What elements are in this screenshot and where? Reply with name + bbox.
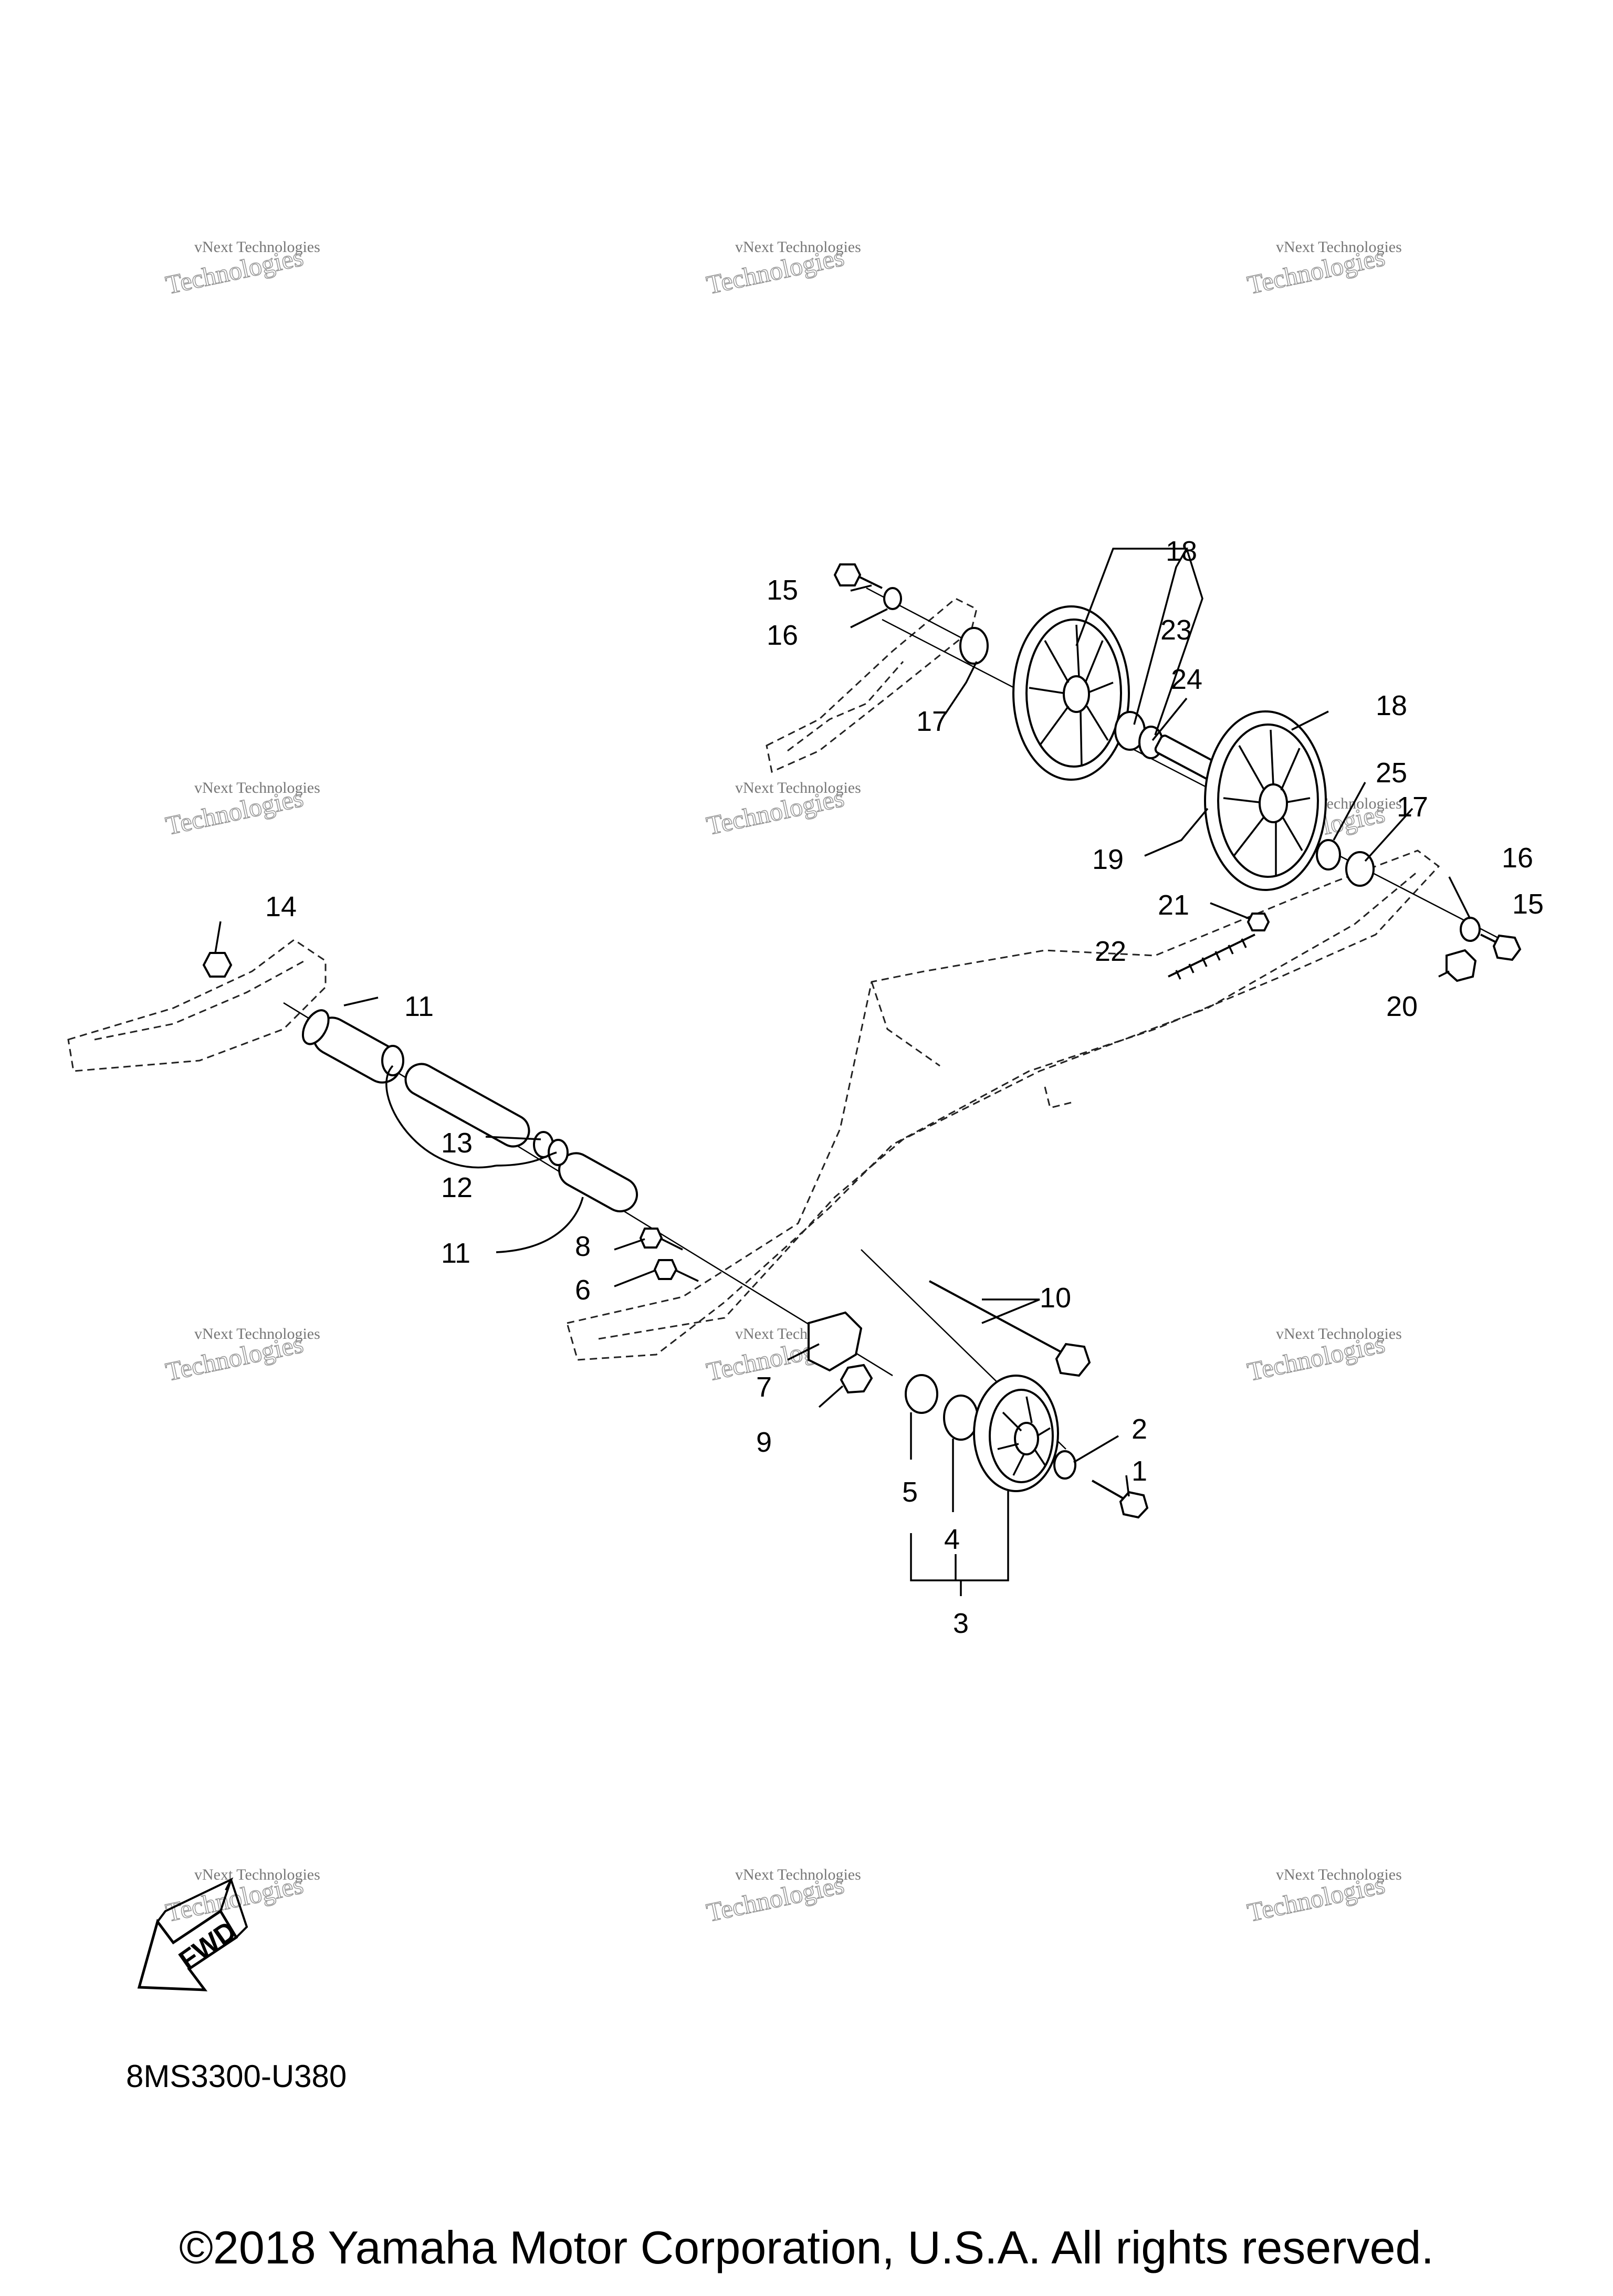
callout-24: 24	[1171, 664, 1202, 695]
watermark-text: vNext Technologies	[735, 1866, 861, 1883]
watermark-text: vNext Technologies	[194, 1866, 320, 1883]
watermark-text: vNext Technologies	[194, 1325, 320, 1343]
bolt-10	[929, 1280, 1091, 1377]
washer-12-lower	[548, 1139, 569, 1166]
callout-2: 2	[1132, 1413, 1147, 1445]
washer-12-upper	[381, 1045, 404, 1076]
watermark-text: vNext Technologies	[735, 238, 861, 256]
watermark: vNext Technologies Technologies	[1244, 1325, 1402, 1387]
callout-16: 16	[1502, 842, 1533, 874]
watermark-text: vNext Technologies	[1276, 1325, 1402, 1343]
copyright-notice: ©2018 Yamaha Motor Corporation, U.S.A. A…	[179, 2221, 1434, 2273]
washer-16-lower	[1460, 917, 1481, 942]
watermark: vNext Technologies Technologies	[163, 238, 320, 300]
watermark: vNext Technologies Technologies	[163, 1866, 320, 1928]
callout-17: 17	[1397, 791, 1428, 823]
washer-16-upper	[883, 587, 902, 610]
callout-11: 11	[441, 1238, 470, 1269]
watermark-text: vNext Technologies	[194, 779, 320, 796]
watermark: vNext Technologies Technologies	[704, 238, 861, 300]
wheel-18-lower	[1204, 710, 1327, 891]
wheel-18-upper	[1012, 605, 1130, 781]
callout-4: 4	[944, 1524, 960, 1555]
bracket-7	[808, 1311, 863, 1372]
leader-lines	[214, 548, 1471, 1596]
callout-15: 15	[1512, 888, 1544, 920]
watermark: vNext Technologies Technologies	[704, 1866, 861, 1928]
callout-6: 6	[575, 1274, 591, 1306]
callout-13: 13	[441, 1127, 473, 1159]
callout-18: 18	[1376, 690, 1407, 721]
circlip-5	[905, 1374, 938, 1414]
bolt-6	[653, 1259, 699, 1282]
block-20	[1446, 949, 1477, 982]
callout-5: 5	[902, 1476, 918, 1508]
callout-19: 19	[1092, 844, 1124, 875]
watermark: vNext Technologies Technologies	[1244, 238, 1402, 300]
watermark-text: vNext Technologies	[1276, 238, 1402, 256]
callout-16: 16	[767, 620, 798, 651]
callouts: 15 16 17 18 23 24 18 25 17 19 16 15 21 2…	[265, 536, 1544, 1639]
watermark-text: vNext Technologies	[194, 238, 320, 256]
callout-8: 8	[575, 1231, 591, 1262]
callout-10: 10	[1040, 1282, 1071, 1314]
callout-1: 1	[1132, 1455, 1147, 1487]
callout-22: 22	[1095, 936, 1126, 967]
upper-left-rail-frame	[766, 597, 978, 773]
nut-9	[840, 1364, 873, 1394]
callout-15: 15	[767, 574, 798, 606]
wheel-3	[973, 1375, 1059, 1492]
callout-25: 25	[1376, 757, 1407, 789]
bolt-8	[639, 1228, 683, 1251]
bolt-15-lower	[1480, 934, 1522, 961]
callout-20: 20	[1386, 991, 1418, 1022]
left-rail-frame	[67, 939, 327, 1072]
watermark-text: vNext Technologies	[735, 779, 861, 796]
bearing-17-upper	[959, 627, 989, 665]
callout-3: 3	[953, 1608, 969, 1639]
diagram-code: 8MS3300-U380	[126, 2059, 347, 2094]
callout-14: 14	[265, 891, 297, 922]
watermark: vNext Technologies Technologies	[704, 779, 861, 841]
circlip-25	[1316, 839, 1341, 871]
washer-2	[1053, 1450, 1076, 1480]
callout-9: 9	[756, 1427, 772, 1458]
watermark-text: vNext Technologies	[1276, 1866, 1402, 1883]
nut-21	[1247, 913, 1270, 931]
right-rail-frame	[566, 850, 1440, 1361]
watermark-grid: vNext Technologies Technologies vNext Te…	[163, 238, 1402, 1928]
threaded-rod-22	[1168, 934, 1255, 980]
callout-11: 11	[404, 991, 434, 1022]
callout-21: 21	[1158, 889, 1189, 921]
callout-18: 18	[1166, 536, 1197, 567]
watermark: vNext Technologies Technologies	[163, 1325, 320, 1387]
callout-7: 7	[756, 1371, 772, 1403]
bolt-15-upper	[833, 563, 883, 589]
assembly-axes	[283, 587, 1513, 1450]
watermark: vNext Technologies Technologies	[163, 779, 320, 841]
callout-12: 12	[441, 1172, 473, 1203]
nut-14	[202, 952, 233, 978]
bearing-4	[943, 1395, 979, 1441]
bolt-1	[1092, 1480, 1149, 1519]
watermark: vNext Technologies Technologies	[1244, 1866, 1402, 1928]
callout-23: 23	[1160, 614, 1192, 646]
callout-17: 17	[916, 706, 948, 737]
